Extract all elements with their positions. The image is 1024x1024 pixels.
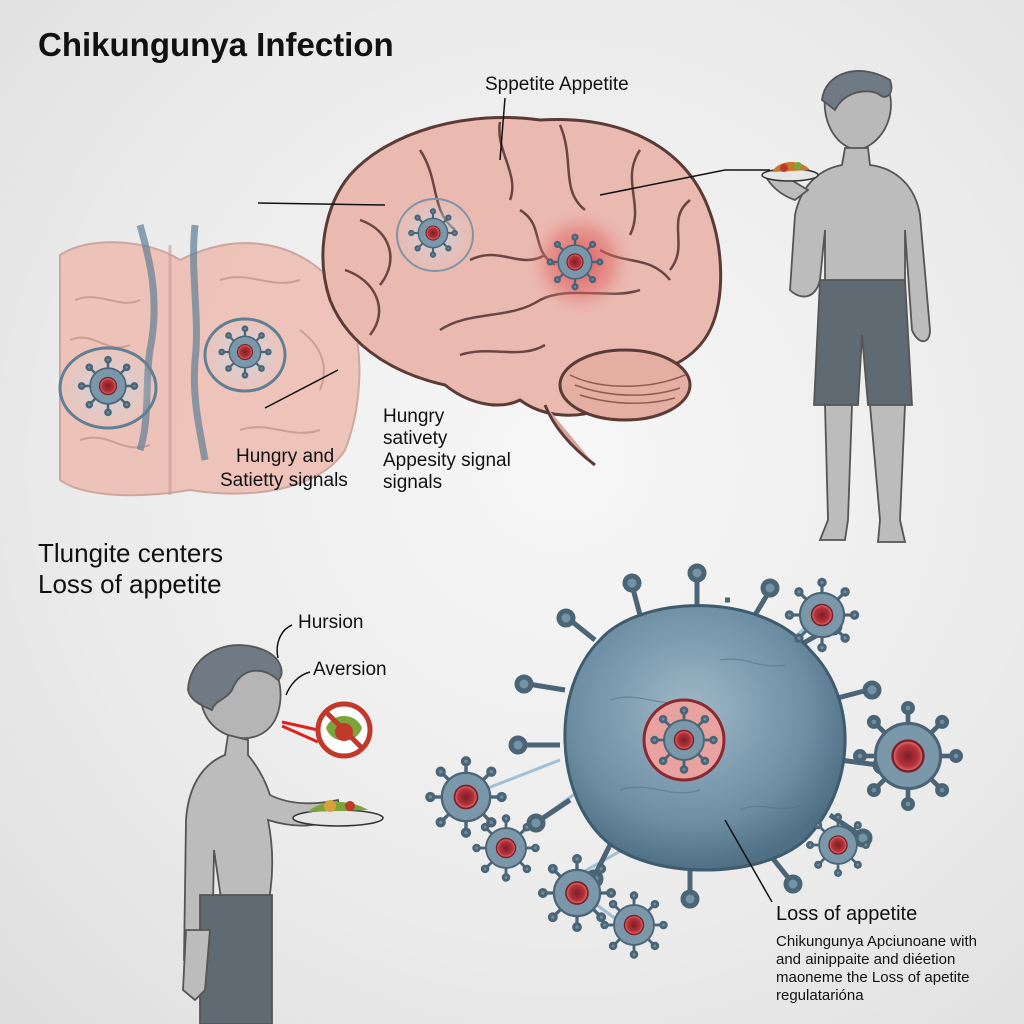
aversion-label: Aversion — [313, 659, 387, 680]
averted-person — [182, 644, 341, 1024]
brain-illustration — [321, 116, 723, 467]
virus-cluster — [425, 563, 961, 959]
center-caption-line-4: signals — [383, 472, 443, 493]
standing-person — [763, 70, 931, 543]
virus-heading: Loss of appetite — [776, 903, 918, 925]
virus-description-line-1: Chikungunya Apciunoane with — [776, 933, 977, 950]
left-brain-caption-line-2: Satietty signals — [220, 470, 348, 491]
section-heading-line-1: Tlungite centers — [38, 538, 223, 568]
center-caption-line-3: Appesity signal — [383, 450, 511, 471]
plate-with-food — [761, 161, 819, 182]
brain-cross-section — [58, 224, 361, 497]
left-brain-caption-line-1: Hungry and — [236, 446, 335, 467]
virus-description-line-2: and ainippaite and diéetion — [776, 951, 956, 968]
top-callout-label: Sppetite Appetite — [485, 74, 629, 95]
page-title: Chikungunya Infection — [38, 26, 394, 63]
virus-description-line-3: maoneme the Loss of apetite — [776, 969, 970, 986]
virus-description-line-4: regulatarióna — [776, 987, 864, 1004]
leader-lines — [257, 97, 770, 409]
food-plate — [292, 800, 384, 827]
no-food-icon — [281, 701, 373, 759]
center-caption-line-1: Hungry — [383, 406, 445, 427]
center-caption-line-2: sativety — [383, 428, 448, 449]
hursion-label: Hursion — [298, 612, 364, 633]
section-heading-line-2: Loss of appetite — [38, 569, 222, 599]
